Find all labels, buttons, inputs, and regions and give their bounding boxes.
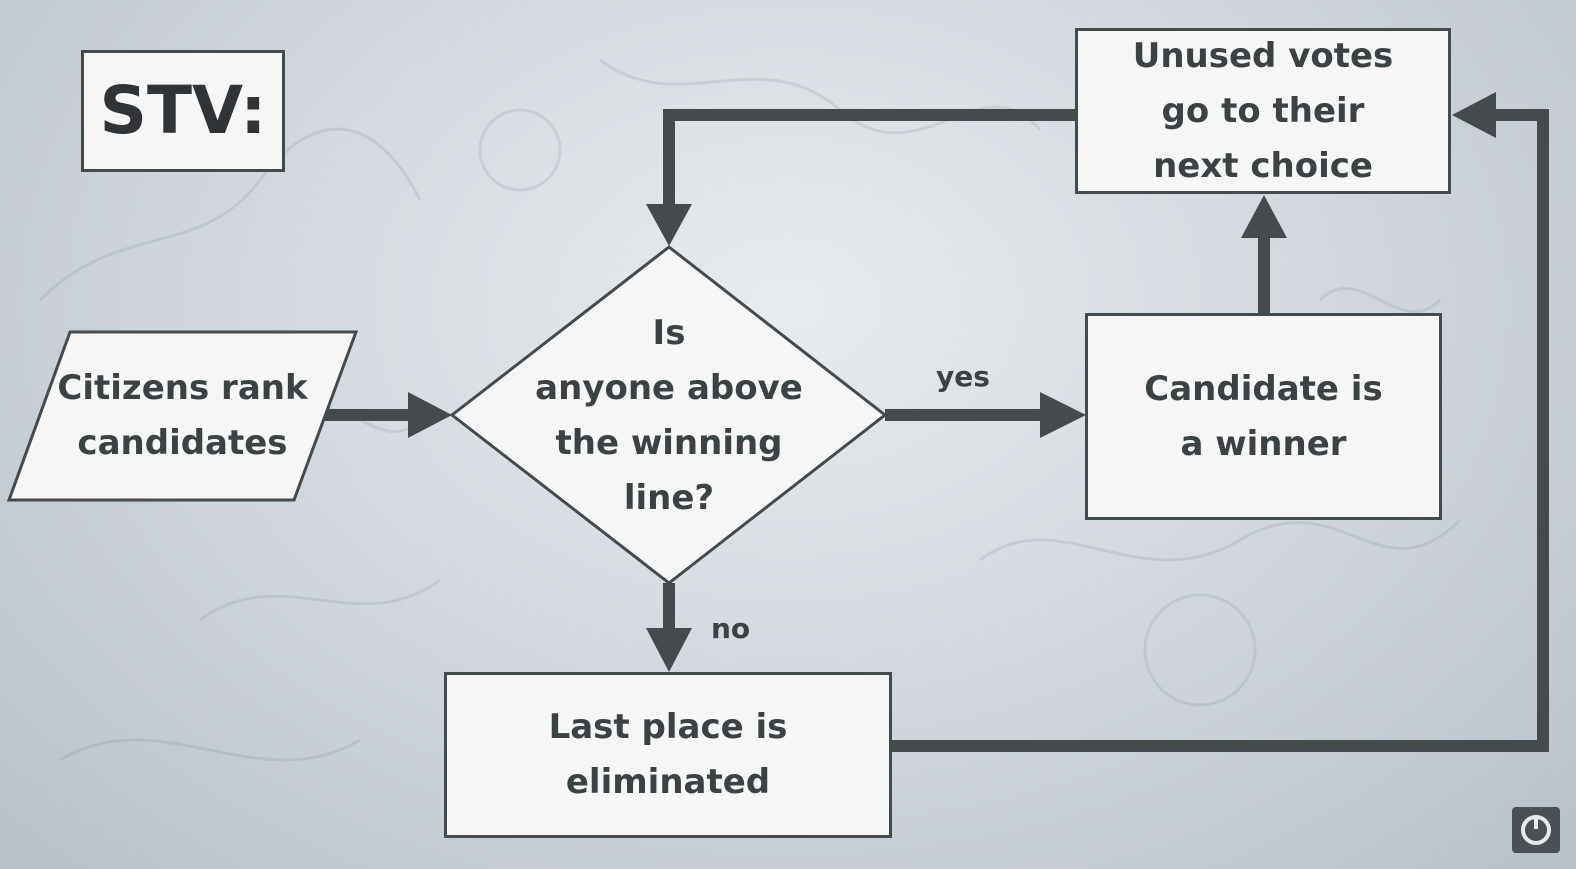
edge-transfer-decision xyxy=(663,109,1077,208)
node-start: Citizens rank candidates xyxy=(30,360,335,472)
node-decision-line-1: Is xyxy=(652,313,686,353)
arrowhead-decision-top xyxy=(646,204,692,246)
node-transfer: Unused votes go to their next choice xyxy=(1075,28,1451,194)
node-transfer-line-1: Unused votes xyxy=(1132,35,1394,76)
gear-power-icon xyxy=(1512,807,1560,853)
node-eliminate-line-2: eliminated xyxy=(565,762,771,802)
node-start-shape xyxy=(6,330,359,502)
node-start-line-1: Citizens rank xyxy=(57,368,308,408)
node-decision-line-4: line? xyxy=(623,478,715,518)
edge-label-yes: yes xyxy=(936,360,990,393)
arrowhead-transfer-right xyxy=(1452,92,1496,138)
node-transfer-line-3: next choice xyxy=(1153,145,1373,186)
node-start-line-2: candidates xyxy=(77,423,288,463)
arrowhead-decision-left xyxy=(408,392,452,438)
node-winner-line-2: a winner xyxy=(1180,423,1347,464)
edge-eliminate-transfer xyxy=(891,109,1549,752)
arrowhead-transfer-bottom xyxy=(1241,195,1287,238)
edge-label-no: no xyxy=(711,612,751,645)
node-decision: Is anyone above the winning line? xyxy=(500,305,838,527)
arrowhead-eliminate-top xyxy=(646,628,692,672)
node-transfer-line-2: go to their xyxy=(1161,90,1365,131)
arrowhead-winner-left xyxy=(1040,392,1086,438)
node-decision-line-3: the winning xyxy=(555,423,783,463)
node-decision-shape xyxy=(449,245,888,585)
node-eliminate: Last place is eliminated xyxy=(444,672,892,838)
title-text: STV: xyxy=(99,72,267,149)
title-box: STV: xyxy=(81,50,285,172)
node-decision-line-2: anyone above xyxy=(535,368,803,408)
node-eliminate-line-1: Last place is xyxy=(548,707,788,747)
node-winner: Candidate is a winner xyxy=(1085,313,1442,520)
node-winner-line-1: Candidate is xyxy=(1144,368,1383,409)
